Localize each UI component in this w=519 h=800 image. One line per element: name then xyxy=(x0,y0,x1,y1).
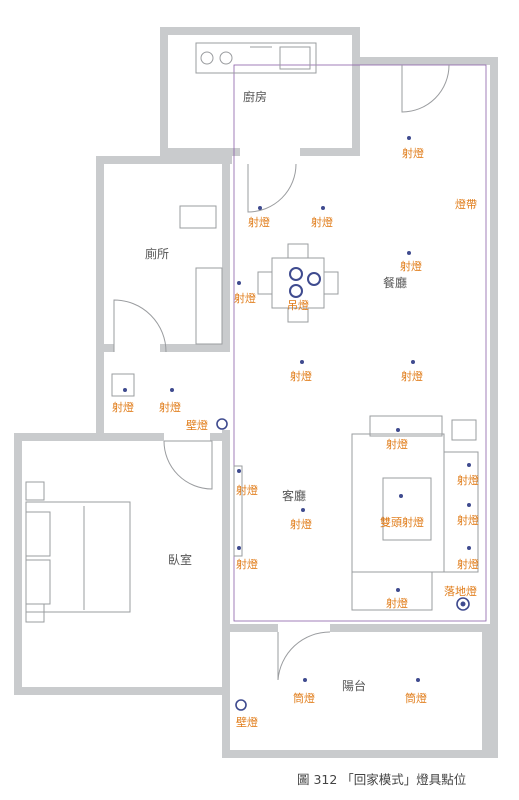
downlight-marker xyxy=(416,678,420,682)
light-strip-label: 燈帶 xyxy=(455,197,477,211)
spot-light-label: 射燈 xyxy=(402,146,424,160)
spot-light-label: 射燈 xyxy=(311,215,333,229)
spot-light-marker xyxy=(300,360,304,364)
room-kitchen: 廚房 xyxy=(243,89,267,104)
pendant-label: 吊燈 xyxy=(287,298,309,312)
light-labels: 射燈 燈帶 射燈 射燈 射燈 吊燈 射燈 射燈 射燈 射燈 射燈 壁燈 射燈 射… xyxy=(112,146,479,729)
wall-lamp-label: 壁燈 xyxy=(186,418,208,432)
wall-lamp-icon xyxy=(235,699,247,711)
pendant-lamps xyxy=(289,267,321,298)
walls xyxy=(14,27,498,758)
downlight-marker xyxy=(303,678,307,682)
spot-light-marker xyxy=(467,503,471,507)
sofa-and-tv xyxy=(233,415,479,611)
spot-light-marker xyxy=(407,251,411,255)
spot-light-label: 射燈 xyxy=(457,513,479,527)
light-strip-outline xyxy=(233,64,487,622)
spot-light-label: 射燈 xyxy=(457,473,479,487)
spot-light-label: 射燈 xyxy=(290,369,312,383)
spot-light-marker xyxy=(170,388,174,392)
spot-light-marker xyxy=(123,388,127,392)
spot-light-marker xyxy=(407,136,411,140)
room-living: 客廳 xyxy=(282,488,306,503)
toilet-fixtures xyxy=(179,205,223,345)
twin-spot-marker xyxy=(399,494,403,498)
floor-lamp-icon-core xyxy=(460,601,466,607)
room-balcony: 陽台 xyxy=(342,678,366,693)
light-markers xyxy=(123,136,471,711)
bed xyxy=(25,373,135,623)
floor-lamp-label: 落地燈 xyxy=(444,584,477,598)
spot-light-marker xyxy=(321,206,325,210)
spot-light-marker xyxy=(467,463,471,467)
spot-light-label: 射燈 xyxy=(236,557,258,571)
spot-light-label: 射燈 xyxy=(236,483,258,497)
spot-light-marker xyxy=(396,588,400,592)
spot-light-label: 射燈 xyxy=(290,517,312,531)
spot-light-marker xyxy=(237,469,241,473)
spot-light-marker xyxy=(411,360,415,364)
downlight-label: 筒燈 xyxy=(293,691,315,705)
kitchen-counter xyxy=(195,42,317,74)
room-toilet: 廁所 xyxy=(145,246,169,261)
spot-light-marker xyxy=(396,428,400,432)
spot-light-label: 射燈 xyxy=(386,437,408,451)
spot-light-marker xyxy=(237,281,241,285)
spot-light-label: 射燈 xyxy=(112,400,134,414)
figure-caption: 圖 312 「回家模式」燈具點位 xyxy=(297,772,466,787)
spot-light-marker xyxy=(237,546,241,550)
dining-table xyxy=(257,243,339,323)
spot-light-label: 射燈 xyxy=(401,369,423,383)
spot-light-label: 射燈 xyxy=(248,215,270,229)
spot-light-label: 射燈 xyxy=(400,259,422,273)
spot-light-label: 射燈 xyxy=(159,400,181,414)
spot-light-label: 射燈 xyxy=(386,596,408,610)
downlight-label: 筒燈 xyxy=(405,691,427,705)
spot-light-label: 射燈 xyxy=(457,557,479,571)
floor-lamp-icon xyxy=(456,597,470,611)
wall-lamp-label: 壁燈 xyxy=(236,715,258,729)
room-dining: 餐廳 xyxy=(383,275,407,290)
spot-light-marker xyxy=(258,206,262,210)
wall-lamp-icon xyxy=(216,418,228,430)
spot-light-label: 射燈 xyxy=(234,291,256,305)
room-bedroom: 臥室 xyxy=(168,552,192,567)
spot-light-marker xyxy=(301,508,305,512)
twin-spot-label: 雙頭射燈 xyxy=(380,515,424,529)
spot-light-marker xyxy=(467,546,471,550)
doors xyxy=(113,64,450,681)
